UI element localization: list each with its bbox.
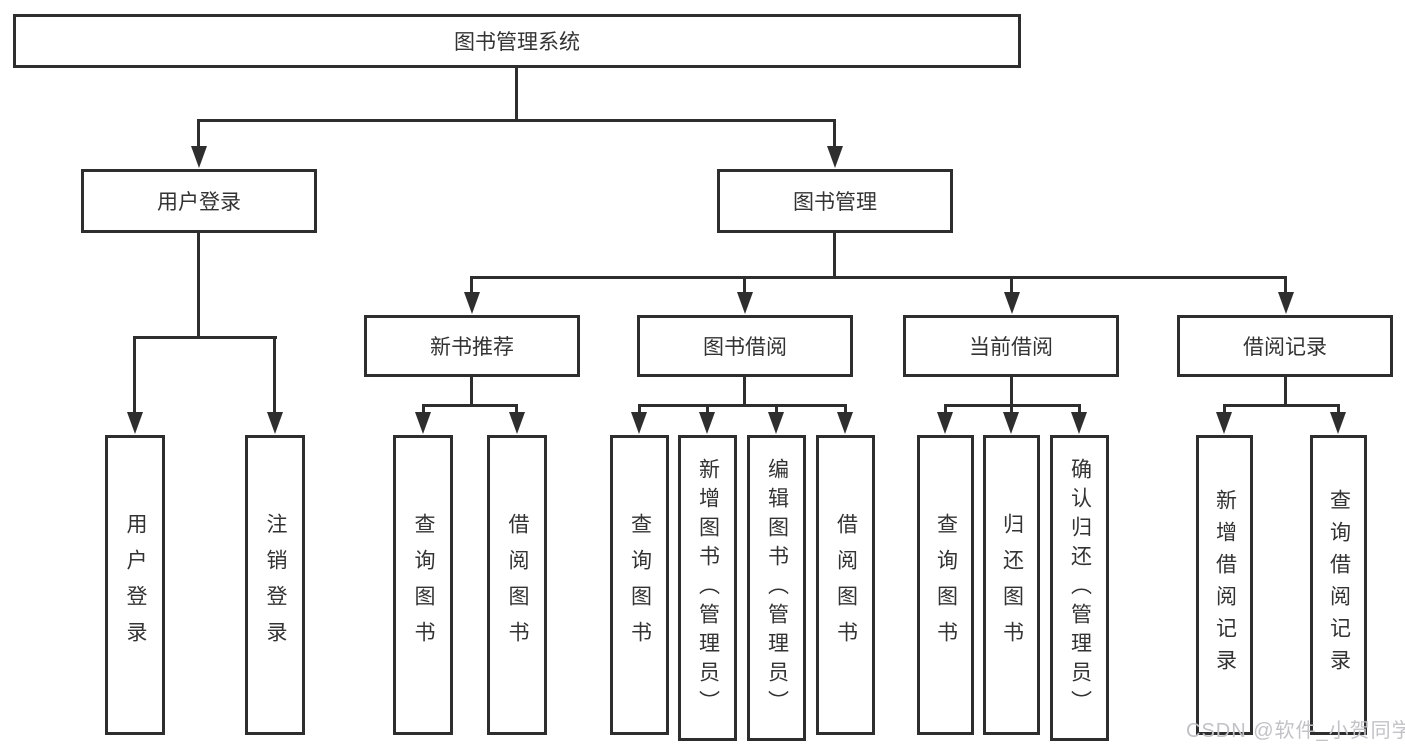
connector-stub xyxy=(1337,404,1340,416)
connector-book-management-feed xyxy=(833,233,836,278)
arrow-down-icon xyxy=(415,412,431,434)
node-label: 查询图书 xyxy=(412,513,435,657)
node-label: 查询图书 xyxy=(628,513,652,657)
connector-stub xyxy=(515,404,518,416)
node-label: 借阅记录 xyxy=(1243,336,1327,359)
node-borrow-books-newrec: 借阅图书 xyxy=(487,435,547,735)
connector-stub xyxy=(844,404,847,416)
connector-stub xyxy=(1223,404,1226,416)
node-borrowing-records: 借阅记录 xyxy=(1177,315,1393,377)
connector-stub xyxy=(775,404,778,416)
connector-stub-book-management xyxy=(833,119,836,150)
node-current-borrowing: 当前借阅 xyxy=(903,315,1119,377)
connector-stub-current-borrowing xyxy=(1010,276,1013,296)
connector-book-borrowing-bar xyxy=(638,404,847,407)
arrow-down-icon xyxy=(127,412,143,434)
node-query-borrow-record: 查询借阅记录 xyxy=(1310,435,1367,735)
node-label: 新书推荐 xyxy=(430,336,514,359)
connector-user-login-bar xyxy=(134,336,277,339)
node-label: 注销登录 xyxy=(264,513,287,657)
arrow-down-icon xyxy=(1216,412,1232,434)
node-borrow-books-borrowing: 借阅图书 xyxy=(816,435,875,735)
connector-stub xyxy=(944,404,947,416)
connector-stub xyxy=(1078,404,1081,416)
connector-stub-user-login xyxy=(197,119,200,150)
node-label: 查询借阅记录 xyxy=(1327,489,1351,681)
node-label: 当前借阅 xyxy=(969,336,1053,359)
connector-new-book-feed xyxy=(470,377,473,406)
connector-stub-book-borrowing xyxy=(743,276,746,296)
connector-borrowing-records-bar xyxy=(1223,404,1340,407)
connector-root-feed xyxy=(515,68,518,122)
connector-stub-logout-leaf xyxy=(273,336,276,414)
node-user-login: 用户登录 xyxy=(81,169,317,233)
arrow-down-icon xyxy=(1003,412,1019,434)
arrow-down-icon xyxy=(699,412,715,434)
arrow-down-icon xyxy=(937,412,953,434)
node-label: 编辑图书（管理员） xyxy=(765,457,789,719)
arrow-down-icon xyxy=(267,412,283,434)
arrow-down-icon xyxy=(768,412,784,434)
node-add-borrow-record: 新增借阅记录 xyxy=(1196,435,1253,735)
watermark: CSDN @软件_小贺同学 xyxy=(1186,720,1405,742)
node-label: 查询图书 xyxy=(934,513,958,657)
node-library-management-system: 图书管理系统 xyxy=(13,14,1021,68)
arrow-down-icon xyxy=(1004,292,1020,314)
node-confirm-return-admin: 确认归还（管理员） xyxy=(1050,435,1109,741)
connector-user-login-feed xyxy=(197,233,200,338)
arrow-down-icon xyxy=(1071,412,1087,434)
node-edit-books-admin: 编辑图书（管理员） xyxy=(747,435,806,741)
connector-stub-login-leaf xyxy=(133,336,136,414)
connector-stub-borrowing-records xyxy=(1284,276,1287,296)
node-query-books-current: 查询图书 xyxy=(917,435,974,735)
connector-stub xyxy=(638,404,641,416)
arrow-down-icon xyxy=(737,292,753,314)
node-label: 借阅图书 xyxy=(506,513,529,657)
node-label: 新增图书（管理员） xyxy=(696,457,720,719)
node-label: 用户登录 xyxy=(157,191,241,214)
connector-book-borrowing-feed xyxy=(743,377,746,406)
connector-borrowing-records-feed xyxy=(1284,377,1287,406)
node-label: 归还图书 xyxy=(1000,513,1024,657)
node-book-borrowing: 图书借阅 xyxy=(637,315,853,377)
arrow-down-icon xyxy=(827,146,843,168)
connector-current-borrowing-feed xyxy=(1010,377,1013,406)
arrow-down-icon xyxy=(837,412,853,434)
connector-new-book-bar xyxy=(422,404,518,407)
node-label: 新增借阅记录 xyxy=(1213,489,1237,681)
connector-stub xyxy=(706,404,709,416)
node-label: 用户登录 xyxy=(124,513,147,657)
node-logout-leaf: 注销登录 xyxy=(245,435,305,735)
node-label: 图书借阅 xyxy=(703,336,787,359)
arrow-down-icon xyxy=(509,412,525,434)
node-book-management: 图书管理 xyxy=(717,169,953,233)
node-label: 借阅图书 xyxy=(834,513,858,657)
node-label: 图书管理 xyxy=(793,191,877,214)
connector-stub xyxy=(422,404,425,416)
node-query-books-borrowing: 查询图书 xyxy=(610,435,669,735)
node-add-books-admin: 新增图书（管理员） xyxy=(678,435,737,741)
arrow-down-icon xyxy=(1278,292,1294,314)
node-return-books: 归还图书 xyxy=(983,435,1040,735)
arrow-down-icon xyxy=(1330,412,1346,434)
arrow-down-icon xyxy=(631,412,647,434)
connector-stub-new-book xyxy=(470,276,473,296)
node-query-books-newrec: 查询图书 xyxy=(393,435,453,735)
node-user-login-leaf: 用户登录 xyxy=(105,435,165,735)
node-new-book-recommend: 新书推荐 xyxy=(364,315,580,377)
arrow-down-icon xyxy=(464,292,480,314)
connector-stub xyxy=(1010,404,1013,416)
arrow-down-icon xyxy=(191,146,207,168)
connector-level3-bar xyxy=(471,276,1287,279)
node-label: 确认归还（管理员） xyxy=(1068,457,1092,719)
node-label: 图书管理系统 xyxy=(454,31,580,54)
connector-level2-bar xyxy=(197,119,836,122)
